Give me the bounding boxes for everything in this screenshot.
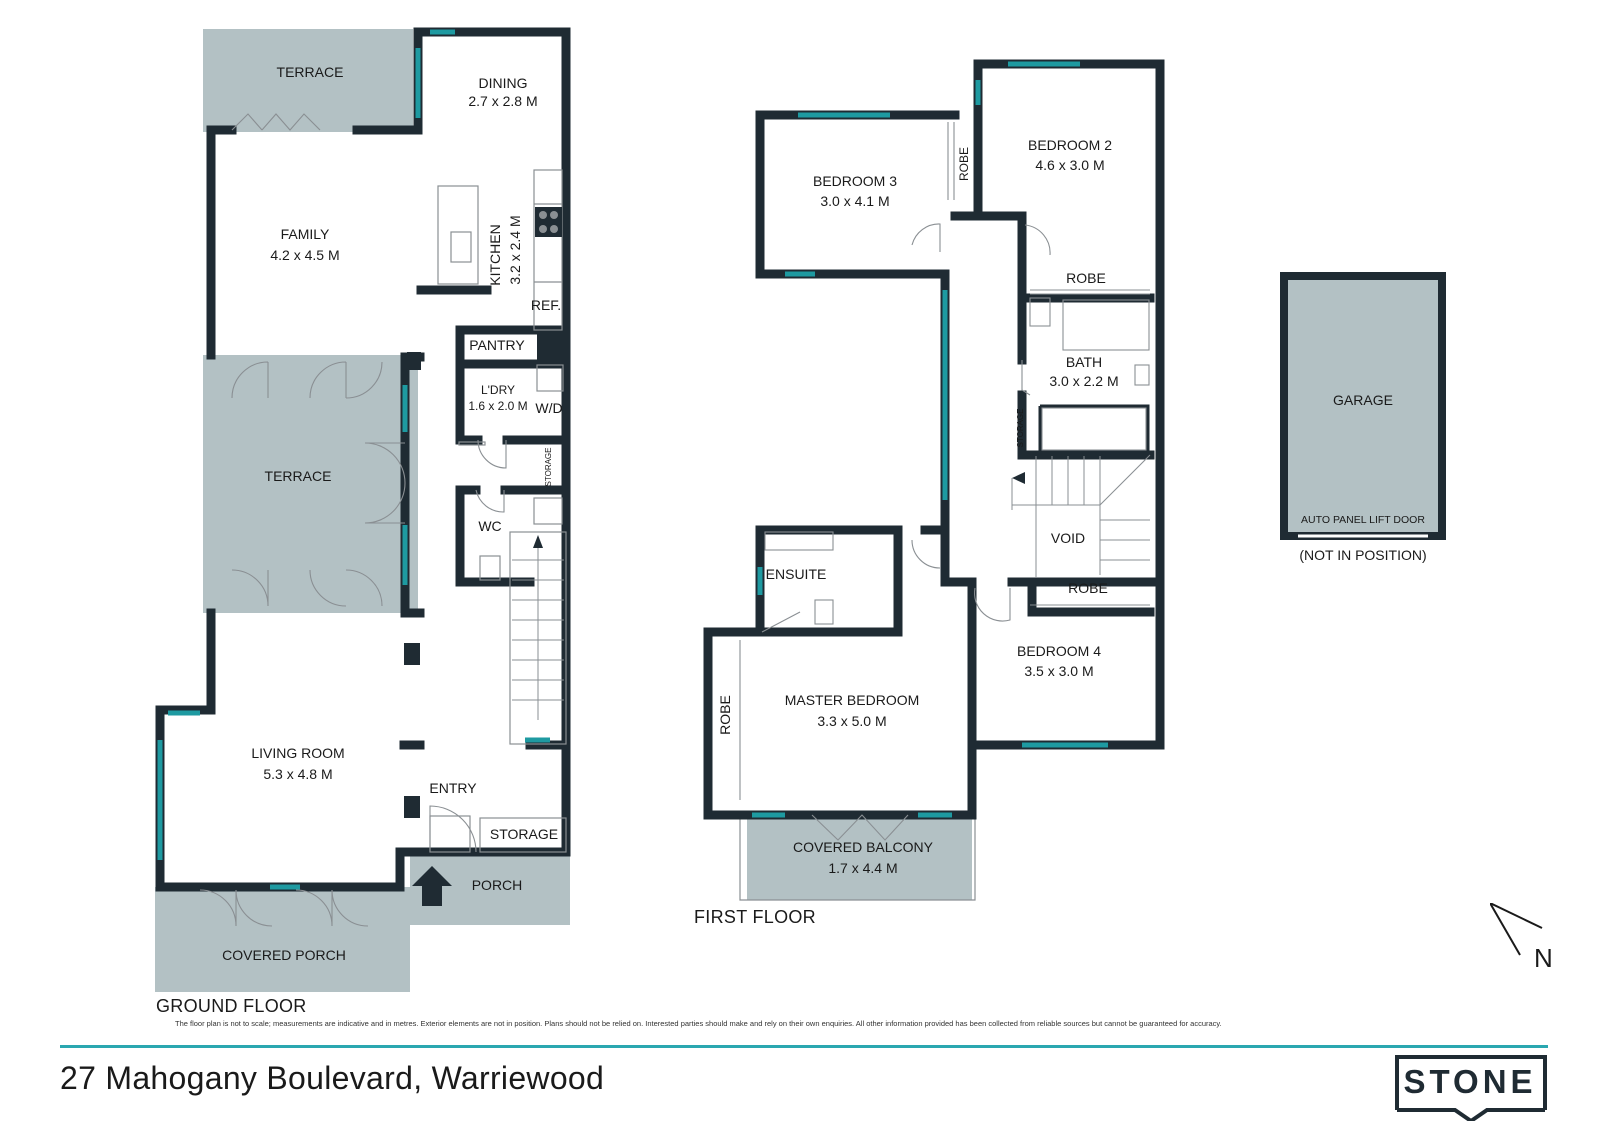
label-terrace-middle: TERRACE [265,468,332,484]
label-family-dim: 4.2 x 4.5 M [270,247,339,263]
compass-label: N [1534,943,1553,973]
ground-stairs-icon [512,548,564,720]
entry-arrow-icon [412,866,452,906]
label-storage-small: STORAGE [544,448,553,487]
label-bedroom2-dim: 4.6 x 3.0 M [1035,157,1104,173]
label-bedroom3-dim: 3.0 x 4.1 M [820,193,889,209]
kitchen-fixtures [429,169,567,853]
label-garage-note: (NOT IN POSITION) [1299,547,1426,563]
label-living-dim: 5.3 x 4.8 M [263,766,332,782]
label-bedroom3-name: BEDROOM 3 [813,173,897,189]
label-bath-dim: 3.0 x 2.2 M [1049,373,1118,389]
first-floor-plan: BEDROOM 3 3.0 x 4.1 M ROBE BEDROOM 2 4.6… [703,59,1165,901]
void-stairs-icon [1011,454,1151,578]
ground-floor-plan: TERRACE DINING 2.7 x 2.8 M FAMILY 4.2 x … [155,27,571,992]
label-garage: GARAGE [1333,392,1393,408]
stair-down-arrow-icon [1012,472,1025,484]
label-balcony-name: COVERED BALCONY [793,839,934,855]
logo-frame-icon [1395,1055,1547,1121]
balcony-outline [739,815,976,901]
property-address: 27 Mahogany Boulevard, Warriewood [60,1060,605,1096]
agency-logo: STONE [1395,1055,1547,1121]
north-arrow-icon: N [1489,902,1560,981]
column [404,643,420,665]
covered-porch-area [155,887,410,992]
label-garage-door: AUTO PANEL LIFT DOOR [1301,514,1425,526]
label-robe-bedroom3: ROBE [957,147,971,181]
label-bedroom2-name: BEDROOM 2 [1028,137,1112,153]
bathtub-icon [1038,404,1150,455]
ground-floor-door-swings [199,113,507,927]
terrace-top-area [203,29,413,132]
ground-floor-room-labels: TERRACE DINING 2.7 x 2.8 M FAMILY 4.2 x … [222,64,562,963]
label-family-name: FAMILY [281,226,330,242]
label-bedroom4-dim: 3.5 x 3.0 M [1024,663,1093,679]
column [404,796,420,818]
label-robe-bedroom2: ROBE [1066,270,1106,286]
label-dining-dim: 2.7 x 2.8 M [468,93,537,109]
label-kitchen-name: KITCHEN [487,224,503,285]
logo-text: STONE [1403,1063,1537,1100]
column [537,330,566,364]
cooktop-burners [539,211,558,233]
footer-accent-rule [60,1045,1548,1048]
label-bedroom4-name: BEDROOM 4 [1017,643,1101,659]
label-laundry-dim: 1.6 x 2.0 M [468,399,527,413]
label-storage: STORAGE [490,826,558,842]
garage-plan: GARAGE AUTO PANEL LIFT DOOR (NOT IN POSI… [1280,272,1446,563]
label-kitchen-dim: 3.2 x 2.4 M [507,215,523,284]
first-floor-walls [703,59,1165,820]
label-bath-name: BATH [1066,354,1102,370]
label-ref: REF. [531,297,561,313]
cooktop-icon [535,207,562,237]
label-dining-name: DINING [479,75,528,91]
garage-area [1280,272,1446,540]
label-porch: PORCH [472,877,523,893]
label-laundry-name: L'DRY [481,383,515,397]
covered-balcony-area [747,815,972,900]
stair-up-arrow-icon [533,535,543,548]
label-pantry: PANTRY [469,337,525,353]
label-washer-dryer: W/D [535,400,562,416]
label-master-name: MASTER BEDROOM [785,692,920,708]
label-master-dim: 3.3 x 5.0 M [817,713,886,729]
label-terrace-top: TERRACE [277,64,344,80]
label-balcony-dim: 1.7 x 4.4 M [828,860,897,876]
label-storage-first: STORAGE [1016,409,1025,448]
label-robe-bedroom4: ROBE [1068,580,1108,596]
label-wc: WC [478,518,501,534]
disclaimer-text: The floor plan is not to scale; measurem… [175,1019,1222,1028]
label-robe-master: ROBE [717,695,733,735]
label-entry: ENTRY [429,780,477,796]
label-covered-porch: COVERED PORCH [222,947,346,963]
first-floor-fixtures [739,122,1150,841]
first-floor-windows [752,61,1108,818]
label-ensuite: ENSUITE [766,566,827,582]
ground-floor-windows [157,29,550,890]
label-living-name: LIVING ROOM [251,745,344,761]
first-floor-title: FIRST FLOOR [694,907,816,927]
column [407,352,421,370]
first-floor-room-labels: BEDROOM 3 3.0 x 4.1 M ROBE BEDROOM 2 4.6… [717,137,1119,876]
north-arrow-icon-graphic [1489,902,1543,956]
label-void: VOID [1051,530,1085,546]
ground-floor-title: GROUND FLOOR [156,996,307,1016]
